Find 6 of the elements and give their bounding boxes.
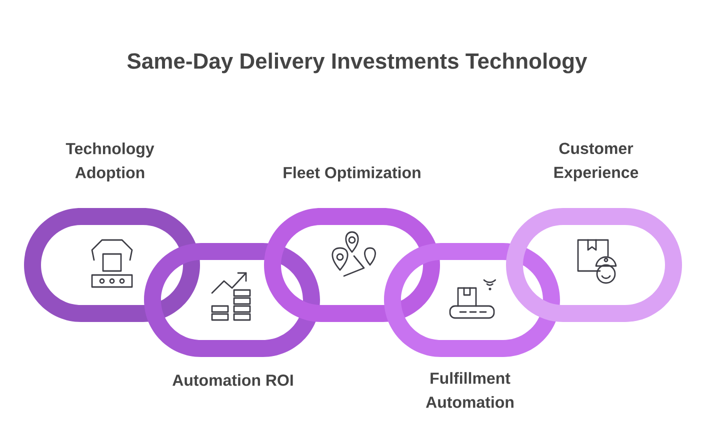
link-label: Fulfillment Automation: [426, 372, 514, 408]
link-label: Fleet Optimization: [284, 166, 420, 182]
link-label: Automation ROI: [172, 374, 293, 386]
link-label: Customer Experience: [554, 142, 638, 182]
title: Same-Day Delivery Investments Technology: [127, 52, 588, 74]
link-label: Technology Adoption: [66, 142, 154, 182]
